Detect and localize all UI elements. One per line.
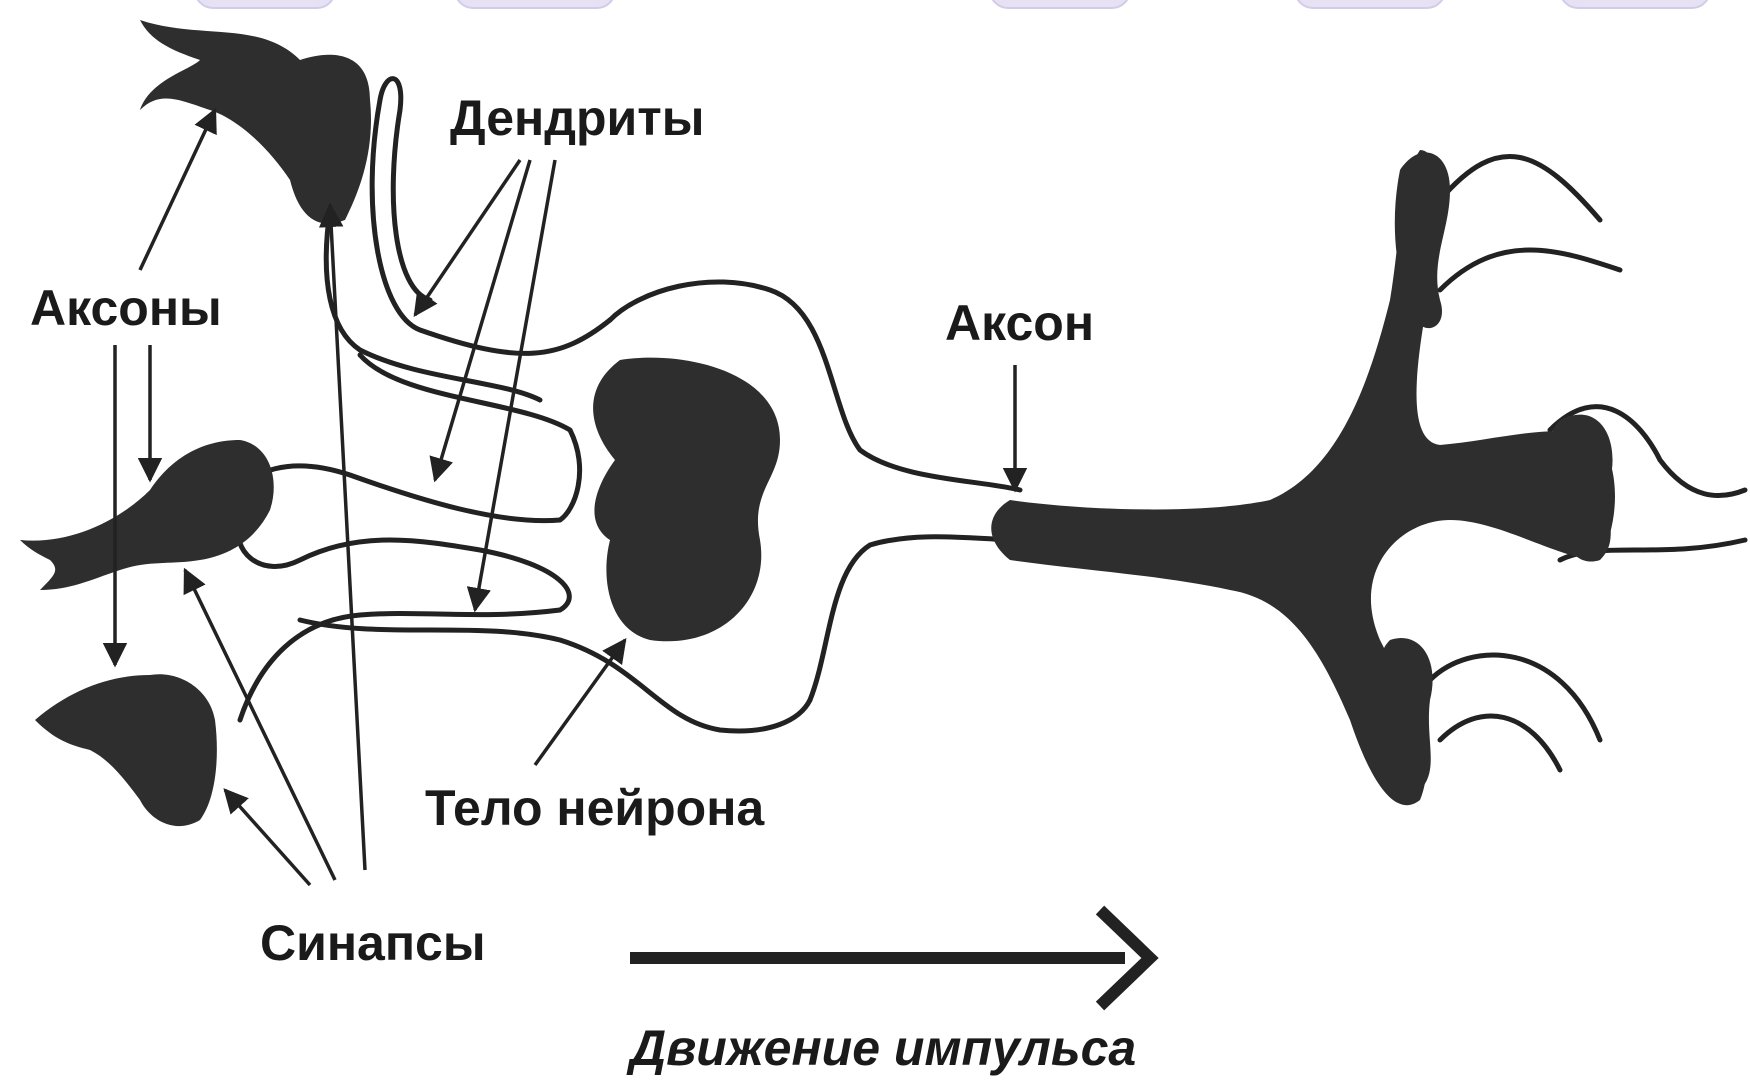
top-tabs [195,0,1710,8]
dendrites-label: Дендриты [450,90,704,146]
axon-ending-lower [35,674,217,826]
terminal-branch [1440,716,1560,770]
terminal-branch [1440,156,1600,220]
synapses-label: Синапсы [260,915,486,971]
neuron-nucleus [593,358,780,642]
terminal-branch [1440,250,1620,290]
dendrite [300,620,810,731]
top-tab [455,0,615,8]
dendrite [230,355,580,521]
dendrite [238,520,569,720]
neuron-body-label: Тело нейрона [425,780,765,836]
axon-ending-middle [20,440,274,590]
dendrites-arrow [415,160,520,315]
impulse-direction-label: Движение импульса [626,1020,1136,1076]
dendrites-arrow [435,160,530,480]
neuron-body-arrow [535,640,625,765]
dark-structures [20,20,1615,826]
synapses-arrow [330,205,365,870]
axons-label: Аксоны [30,280,222,336]
top-tab [1560,0,1710,8]
top-tab [1295,0,1445,8]
top-tab [195,0,335,8]
dendrites [230,79,1745,770]
top-tab [990,0,1130,8]
soma-outline [810,537,1020,700]
axon-label: Аксон [945,295,1094,351]
axons-arrow [140,110,215,270]
impulse-arrow [630,910,1150,1006]
